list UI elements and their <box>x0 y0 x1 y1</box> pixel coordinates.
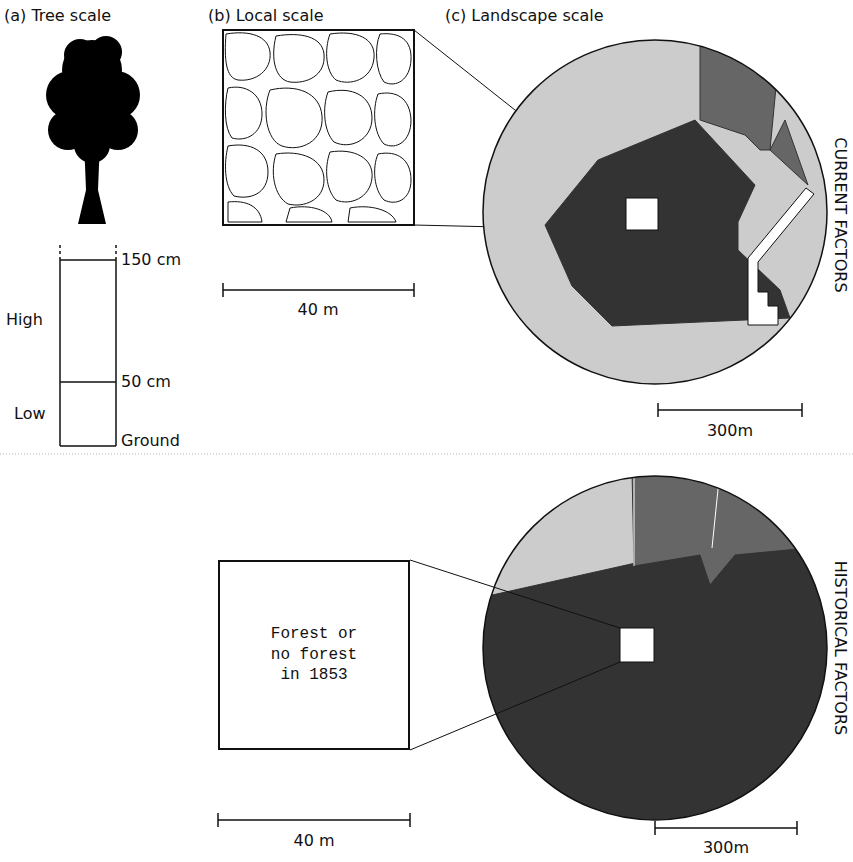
panel-heading: (c) Landscape scale <box>445 6 604 25</box>
local-plot <box>223 30 414 225</box>
ground-mark: Ground <box>121 431 180 450</box>
panel-heading: (b) Local scale <box>208 6 324 25</box>
height-ruler <box>60 245 116 446</box>
scale-label: 40 m <box>297 300 338 319</box>
leader-line <box>410 662 620 750</box>
height-zone: High <box>6 310 43 329</box>
height-mark: 50 cm <box>121 372 171 391</box>
height-zone: Low <box>14 404 46 423</box>
historical-landscape-map <box>470 470 840 840</box>
row-heading: CURRENT FACTORS <box>830 137 849 292</box>
current-landscape-map <box>483 40 827 384</box>
panel-heading: (a) Tree scale <box>4 6 111 25</box>
scale-label: 300m <box>703 838 749 857</box>
leader-line <box>410 560 620 628</box>
plot-box: Forest or no forest in 1853 <box>218 560 410 750</box>
scale-label: 300m <box>707 421 753 440</box>
tree-silhouette <box>46 36 140 224</box>
panel-separator <box>0 454 853 455</box>
scale-label: 40 m <box>293 831 334 850</box>
plot-text: Forest or no forest in 1853 <box>264 624 364 686</box>
row-heading: HISTORICAL FACTORS <box>830 561 849 735</box>
height-mark: 150 cm <box>121 250 181 269</box>
